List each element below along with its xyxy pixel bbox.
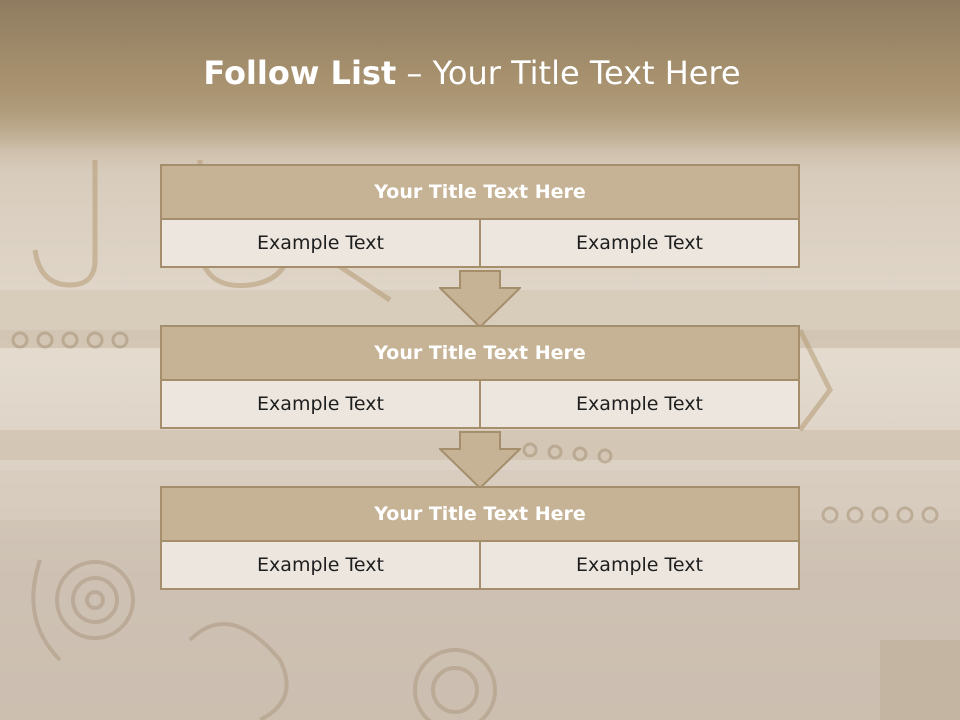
slide-title: Follow List – Your Title Text Here	[0, 54, 944, 92]
step-1-left-cell: Example Text	[160, 218, 481, 268]
step-1-cells: Example Text Example Text	[160, 218, 800, 268]
down-arrow-icon	[439, 270, 521, 328]
step-1-title: Your Title Text Here	[160, 164, 800, 220]
step-3-right-cell: Example Text	[479, 540, 800, 590]
step-3: Your Title Text Here Example Text Exampl…	[160, 486, 800, 590]
step-2-title: Your Title Text Here	[160, 325, 800, 381]
step-1: Your Title Text Here Example Text Exampl…	[160, 164, 800, 268]
step-3-left-cell: Example Text	[160, 540, 481, 590]
title-rest: – Your Title Text Here	[396, 54, 741, 92]
step-3-cells: Example Text Example Text	[160, 540, 800, 590]
step-3-title: Your Title Text Here	[160, 486, 800, 542]
title-bold: Follow List	[203, 54, 397, 92]
step-2-left-cell: Example Text	[160, 379, 481, 429]
down-arrow-icon	[439, 431, 521, 489]
step-2-cells: Example Text Example Text	[160, 379, 800, 429]
step-2-right-cell: Example Text	[479, 379, 800, 429]
header-band	[0, 0, 960, 150]
step-1-right-cell: Example Text	[479, 218, 800, 268]
step-2: Your Title Text Here Example Text Exampl…	[160, 325, 800, 429]
